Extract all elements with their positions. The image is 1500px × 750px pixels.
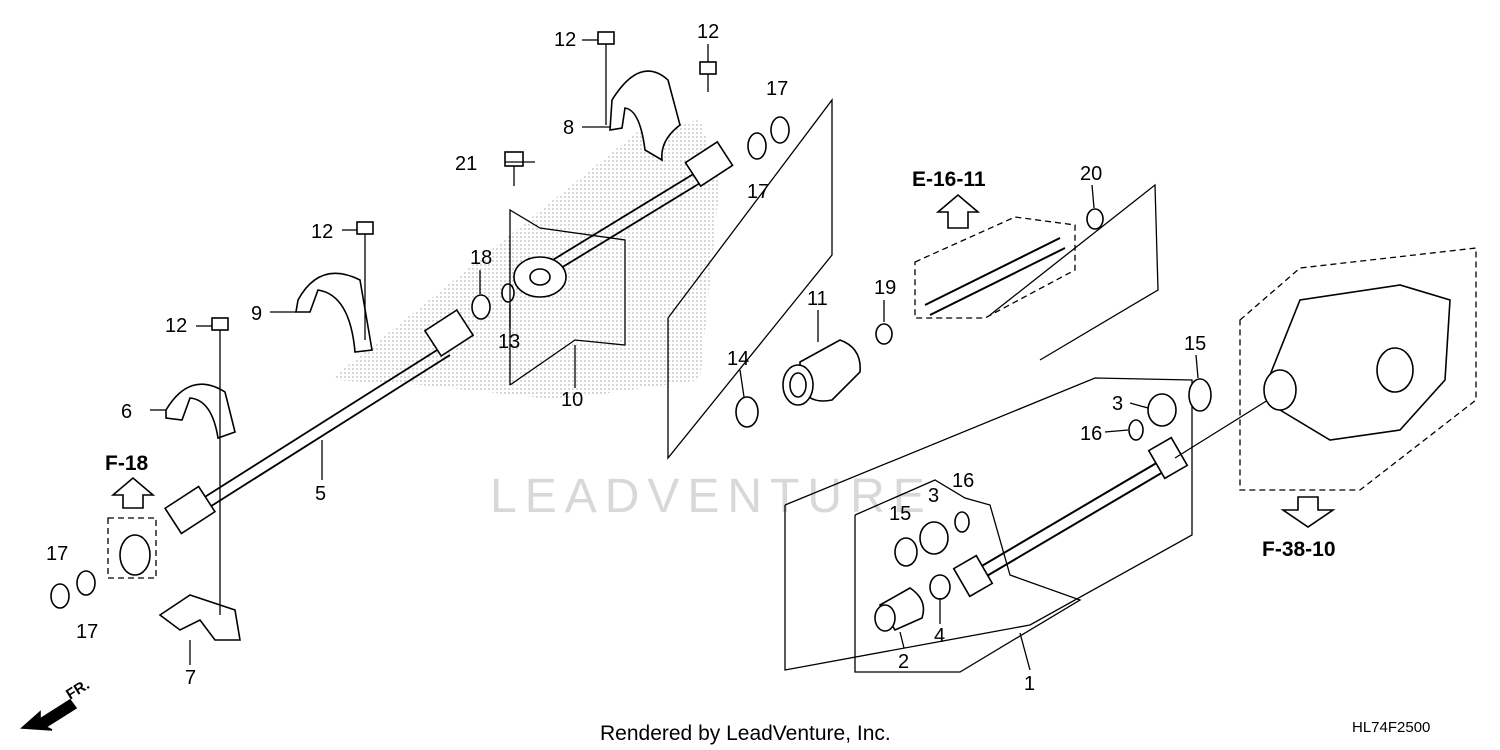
frame-10 <box>509 208 626 386</box>
callout-15: 15 <box>889 503 911 525</box>
drive-shaft-upper <box>513 140 734 298</box>
bushing-4 <box>929 574 951 600</box>
callout-11: 11 <box>807 288 828 310</box>
callout-12: 12 <box>165 315 187 337</box>
callout-6: 6 <box>121 401 132 423</box>
circlip-14 <box>735 396 759 428</box>
front-marker-label: FR. <box>63 676 93 703</box>
bolt-12-top <box>597 31 615 70</box>
callout-12: 12 <box>554 29 576 51</box>
o-ring-16a <box>1128 419 1144 441</box>
callout-9: 9 <box>251 303 262 325</box>
f18-dashed-box <box>107 517 157 579</box>
callout-2: 2 <box>898 651 909 673</box>
reference-f3810: F-38-10 <box>1262 538 1336 561</box>
o-ring-f18 <box>119 534 151 576</box>
watermark-text: LEADVENTURE <box>490 470 933 523</box>
callout-4: 4 <box>934 625 945 647</box>
diagram-code: HL74F2500 <box>1352 719 1430 736</box>
callout-21: 21 <box>455 153 477 175</box>
callout-1: 1 <box>1024 673 1035 695</box>
frame-11 <box>667 98 833 460</box>
o-ring-17b <box>770 116 790 144</box>
callout-20: 20 <box>1080 163 1102 185</box>
callout-10: 10 <box>561 389 583 411</box>
reference-e1611: E-16-11 <box>912 168 986 191</box>
callout-19: 19 <box>874 277 896 299</box>
arrow-up-e1611 <box>935 193 981 229</box>
circlip-13 <box>501 283 515 303</box>
bolt-21 <box>504 151 524 186</box>
bolt-12-left <box>211 317 229 345</box>
callout-13: 13 <box>498 331 520 353</box>
callout-17: 17 <box>46 543 68 565</box>
collar-11 <box>782 339 861 406</box>
frame-1-inner <box>854 479 1082 673</box>
callout-3: 3 <box>1112 393 1123 415</box>
frame-1-outer <box>784 377 1193 671</box>
o-ring-17d <box>76 570 96 596</box>
o-ring-18 <box>471 294 491 320</box>
callout-5: 5 <box>315 483 326 505</box>
callout-3: 3 <box>928 485 939 507</box>
bearing-3a <box>1147 393 1177 427</box>
guide-line-gear <box>1174 399 1269 459</box>
shaft-1 <box>952 436 1189 598</box>
bracket-9 <box>295 272 373 353</box>
bracket-7 <box>158 594 241 641</box>
o-ring-15b <box>894 537 918 567</box>
callout-17: 17 <box>747 181 769 203</box>
callout-16: 16 <box>952 470 974 492</box>
front-arrow-icon <box>20 698 78 731</box>
sleeve-2 <box>874 587 925 632</box>
callout-8: 8 <box>563 117 574 139</box>
o-ring-17a <box>747 132 767 160</box>
shaft-e-16-11 <box>914 208 1104 319</box>
o-ring-17c <box>50 583 70 609</box>
bracket-6 <box>165 383 236 440</box>
callout-12: 12 <box>311 221 333 243</box>
reference-f18: F-18 <box>105 452 149 475</box>
o-ring-16b <box>954 511 970 533</box>
callout-18: 18 <box>470 247 492 269</box>
seal-19 <box>875 323 893 345</box>
final-gear-case <box>1239 247 1477 491</box>
callout-14: 14 <box>727 348 749 370</box>
o-ring-15a <box>1188 378 1212 412</box>
bearing-3b <box>919 521 949 555</box>
callout-7: 7 <box>185 667 196 689</box>
bolt-12-mid <box>356 221 374 250</box>
callout-12: 12 <box>697 21 719 43</box>
callout-15: 15 <box>1184 333 1206 355</box>
callout-16: 16 <box>1080 423 1102 445</box>
bolt-12-topright <box>699 61 717 92</box>
rendered-by-credit: Rendered by LeadVenture, Inc. <box>600 722 891 745</box>
drive-shaft-5 <box>163 308 475 535</box>
bracket-8 <box>609 70 681 162</box>
arrow-down-f3810 <box>1280 496 1336 528</box>
arrow-up-f18 <box>110 476 156 509</box>
frame-20 <box>989 183 1159 361</box>
callout-17: 17 <box>76 621 98 643</box>
callout-17: 17 <box>766 78 788 100</box>
